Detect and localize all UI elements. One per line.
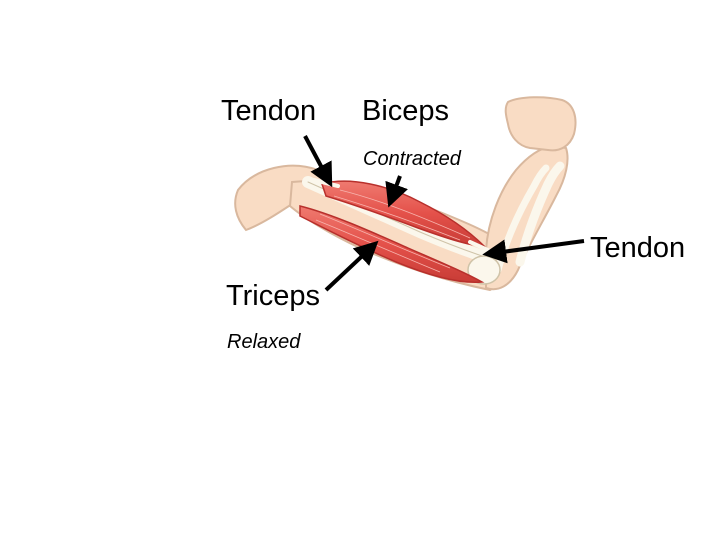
arrow-triceps [326,244,375,290]
label-relaxed: Relaxed [227,332,300,352]
label-tendon-right: Tendon [590,234,685,263]
hand [506,97,576,150]
label-biceps: Biceps [362,97,449,126]
label-tendon-top: Tendon [221,97,316,126]
label-contracted: Contracted [363,149,461,169]
label-triceps: Triceps [226,282,320,311]
